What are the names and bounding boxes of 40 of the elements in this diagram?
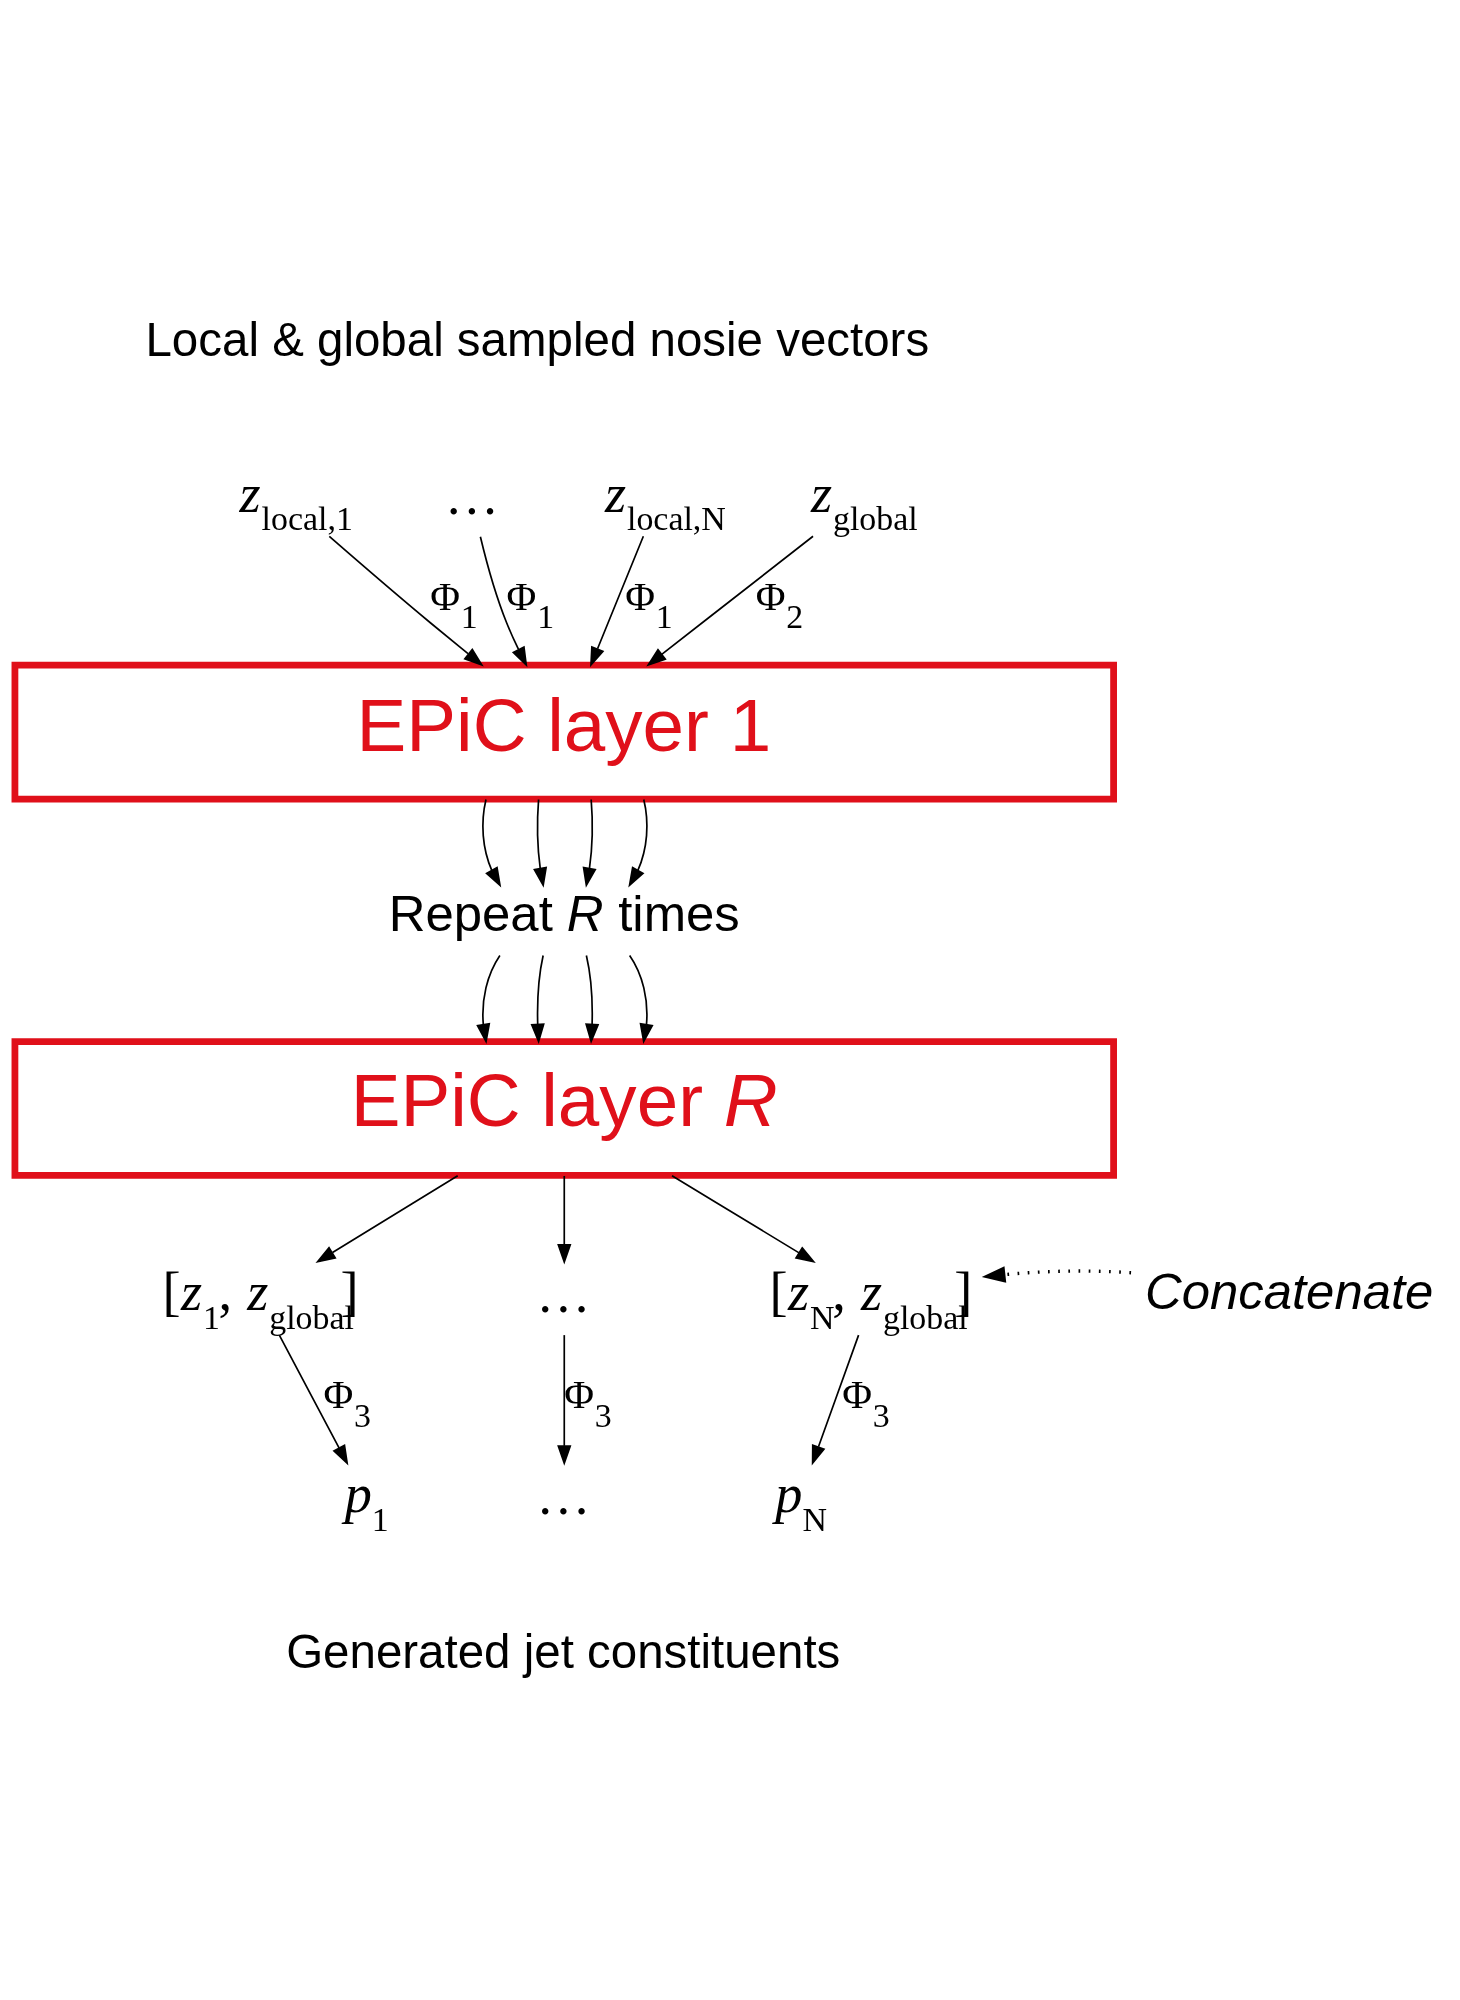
- arrow: [557, 1334, 572, 1466]
- node-text: [z$_{1}$, z$_{global}$]: [162, 1262, 359, 1336]
- arrow: [582, 798, 597, 888]
- label: Local & global sampled nosie vectors: [145, 312, 930, 366]
- node-text: …: [536, 1465, 591, 1526]
- arrow: [811, 1334, 860, 1466]
- arrow: [278, 1334, 349, 1466]
- arrow: [479, 535, 528, 668]
- arrow: [981, 1266, 1132, 1283]
- arrow: [671, 1174, 816, 1264]
- node-text: z$_{local,1}$: [239, 463, 353, 538]
- arrow: [328, 535, 484, 667]
- edge-label: Φ$_{1}$: [625, 573, 673, 636]
- arrow: [482, 798, 502, 888]
- edge-label: Φ$_{1}$: [430, 573, 478, 636]
- node-box: EPiC layer R: [11, 1038, 1117, 1179]
- arrow: [530, 954, 545, 1044]
- label: Generated jet constituents: [286, 1624, 841, 1678]
- arrow: [476, 954, 501, 1044]
- arrow: [585, 954, 600, 1044]
- arrow: [533, 798, 548, 888]
- node-text: Concatenate: [1144, 1263, 1434, 1321]
- edge-label: Φ$_{3}$: [323, 1372, 371, 1434]
- edge-label: Φ$_{3}$: [564, 1372, 612, 1434]
- node-text: z$_{global}$: [810, 463, 918, 538]
- edge-label: Φ$_{1}$: [506, 573, 555, 636]
- arrow: [315, 1174, 459, 1264]
- arrow: [590, 535, 645, 668]
- node-text: [z$_{N}$, z$_{global}$]: [769, 1262, 973, 1336]
- arrow: [646, 535, 814, 667]
- edge-label: Φ$_{3}$: [842, 1372, 890, 1434]
- arrow: [557, 1175, 572, 1265]
- arrow: [628, 798, 648, 888]
- node-text: …: [444, 465, 499, 526]
- arrow: [628, 954, 654, 1044]
- node-text: …: [536, 1264, 591, 1325]
- node-box: EPiC layer 1: [11, 661, 1117, 803]
- node-text: Repeat R times: [388, 885, 740, 943]
- edge-label: Φ$_{2}$: [755, 573, 804, 636]
- node-text: z$_{local,N}$: [604, 463, 726, 538]
